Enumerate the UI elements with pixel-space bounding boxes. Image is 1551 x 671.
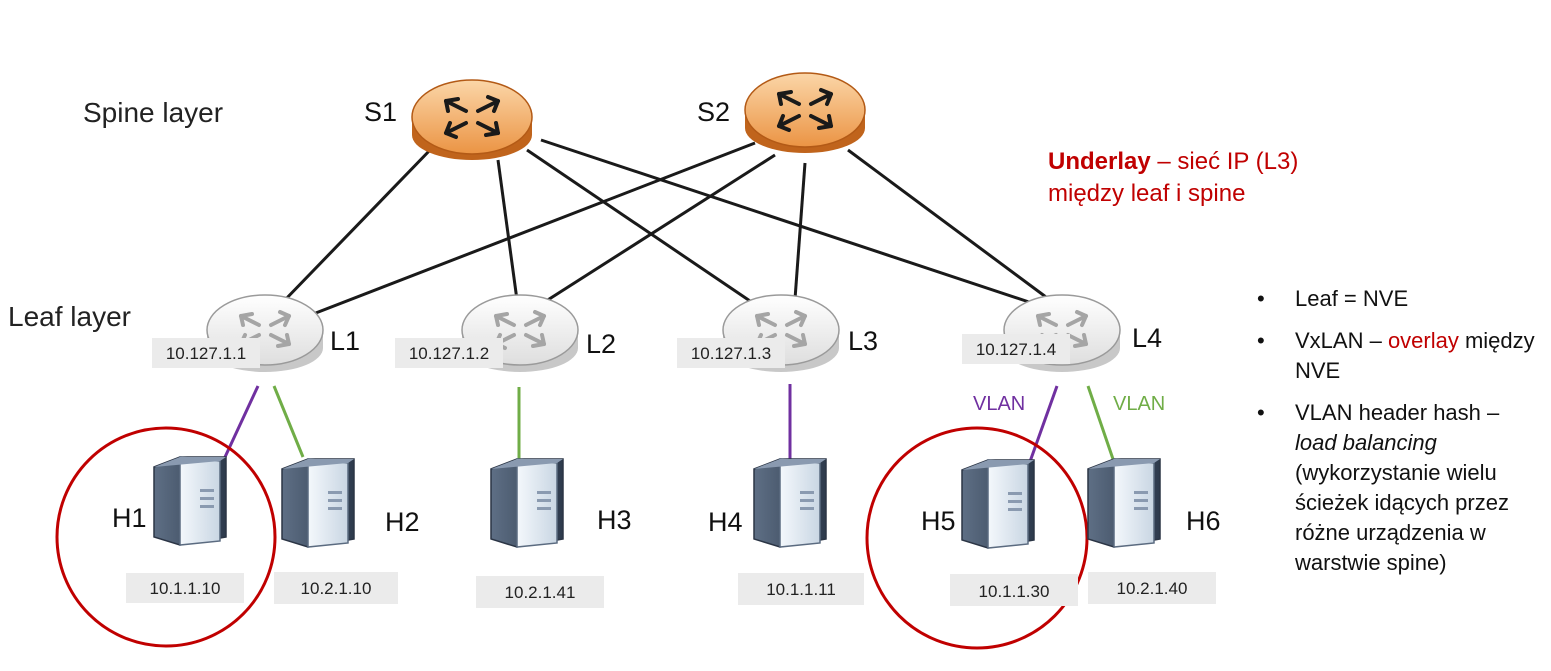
router-icon — [411, 79, 533, 160]
link-s2-l4 — [847, 148, 1051, 302]
host-label-h1: H1 — [112, 503, 147, 533]
link-s1-l1 — [280, 146, 434, 305]
host-h6[interactable]: H6 10.2.1.40 — [1087, 458, 1221, 604]
leaf-label-l3: L3 — [848, 326, 878, 356]
notes-list: Leaf = NVE VxLAN – overlay między NVE VL… — [1255, 284, 1545, 590]
leaf-ip-box — [677, 338, 785, 368]
host-label-h4: H4 — [708, 507, 743, 537]
host-h2[interactable]: H2 10.2.1.10 — [274, 458, 420, 604]
host-label-h5: H5 — [921, 506, 956, 536]
leaf-ip-box — [152, 338, 260, 368]
server-icon — [753, 458, 827, 548]
host-h5[interactable]: H5 10.1.1.30 — [921, 459, 1078, 606]
host-ip-box — [738, 573, 864, 605]
host-h4[interactable]: H4 10.1.1.11 — [708, 458, 864, 605]
link-s2-l2 — [542, 153, 776, 305]
vlan-link-l1-h1 — [217, 385, 260, 471]
note-leaf-nve: Leaf = NVE — [1255, 284, 1545, 314]
host-ip-h1: 10.1.1.10 — [150, 579, 221, 598]
host-ip-h5: 10.1.1.30 — [979, 582, 1050, 601]
note-overlay-highlight: overlay — [1387, 328, 1459, 353]
leaf-label-l1: L1 — [330, 326, 360, 356]
leaf-layer-label: Leaf layer — [8, 301, 131, 332]
vlan-label-green: VLAN — [1113, 393, 1165, 415]
note-load-balancing: load balancing — [1295, 430, 1437, 455]
leaf-ip-box — [962, 334, 1070, 364]
leaf-router-l1[interactable]: 10.127.1.1 L1 — [152, 294, 360, 372]
note-text: VLAN header hash – — [1295, 400, 1500, 425]
spine-label-s2: S2 — [697, 97, 730, 127]
leaf-router-l3[interactable]: 10.127.1.3 L3 — [677, 294, 878, 372]
link-s2-l3 — [793, 162, 807, 300]
note-text: Leaf = NVE — [1295, 286, 1409, 311]
note-vxlan-overlay: VxLAN – overlay między NVE — [1255, 326, 1545, 386]
note-vlan-hash: VLAN header hash – load balancing (wykor… — [1255, 398, 1545, 578]
server-icon — [153, 456, 227, 546]
host-ip-h3: 10.2.1.41 — [505, 583, 576, 602]
leaf-router-l4[interactable]: 10.127.1.4 L4 — [962, 294, 1162, 372]
leaf-label-l4: L4 — [1132, 323, 1162, 353]
host-ip-h6: 10.2.1.40 — [1117, 579, 1188, 598]
spine-label-s1: S1 — [364, 97, 397, 127]
leaf-ip-l3: 10.127.1.3 — [691, 344, 771, 363]
host-ip-h4: 10.1.1.11 — [766, 580, 836, 599]
spine-router-s2[interactable]: S2 — [697, 72, 866, 153]
leaf-ip-l2: 10.127.1.2 — [409, 344, 489, 363]
spine-layer-label: Spine layer — [83, 97, 223, 128]
highlight-circle-h5 — [865, 426, 1089, 650]
host-label-h2: H2 — [385, 507, 420, 537]
server-icon — [961, 459, 1035, 549]
underlay-title: Underlay — [1048, 148, 1151, 175]
link-s1-l3 — [526, 148, 754, 305]
leaf-ip-box — [395, 338, 503, 368]
host-ip-h2: 10.2.1.10 — [301, 579, 372, 598]
leaf-ip-l4: 10.127.1.4 — [976, 340, 1056, 359]
server-icon — [1087, 458, 1161, 548]
vlan-link-l1-h2 — [272, 385, 305, 458]
link-s1-l2 — [496, 159, 519, 301]
vlan-link-l4-h6 — [1086, 385, 1116, 463]
host-label-h6: H6 — [1186, 506, 1221, 536]
host-ip-box — [950, 574, 1078, 606]
leaf-ip-l1: 10.127.1.1 — [166, 344, 246, 363]
leaf-label-l2: L2 — [586, 329, 616, 359]
note-text: między NVE — [1295, 328, 1535, 383]
host-ip-box — [476, 576, 604, 608]
router-icon — [744, 72, 866, 153]
server-icon — [281, 458, 355, 548]
vlan-label-purple: VLAN — [973, 393, 1025, 415]
host-h1[interactable]: H1 10.1.1.10 — [112, 456, 244, 603]
underlay-rest: – sieć IP (L3) — [1150, 148, 1299, 175]
link-s1-l4 — [540, 138, 1033, 305]
access-links — [217, 384, 1116, 471]
underlay-line-1: Underlay – sieć IP (L3) — [1048, 146, 1298, 178]
host-ip-box — [274, 572, 398, 604]
underlay-note: Underlay – sieć IP (L3) między leaf i sp… — [1048, 146, 1298, 210]
underlay-links — [280, 138, 1051, 318]
note-text: VxLAN – — [1295, 328, 1388, 353]
leaf-router-l2[interactable]: 10.127.1.2 L2 — [395, 294, 616, 372]
spine-router-s1[interactable]: S1 — [364, 79, 533, 160]
highlight-circle-h1 — [55, 426, 277, 648]
host-h3[interactable]: H3 10.2.1.41 — [476, 458, 632, 608]
vlan-link-l4-h5 — [1025, 385, 1059, 471]
host-ip-box — [126, 573, 244, 603]
underlay-line-2: między leaf i spine — [1048, 180, 1246, 207]
host-label-h3: H3 — [597, 505, 632, 535]
server-icon — [490, 458, 564, 548]
link-s2-l1 — [307, 141, 756, 318]
host-ip-box — [1088, 572, 1216, 604]
note-text: (wykorzystanie wielu ścieżek idących prz… — [1295, 460, 1509, 575]
